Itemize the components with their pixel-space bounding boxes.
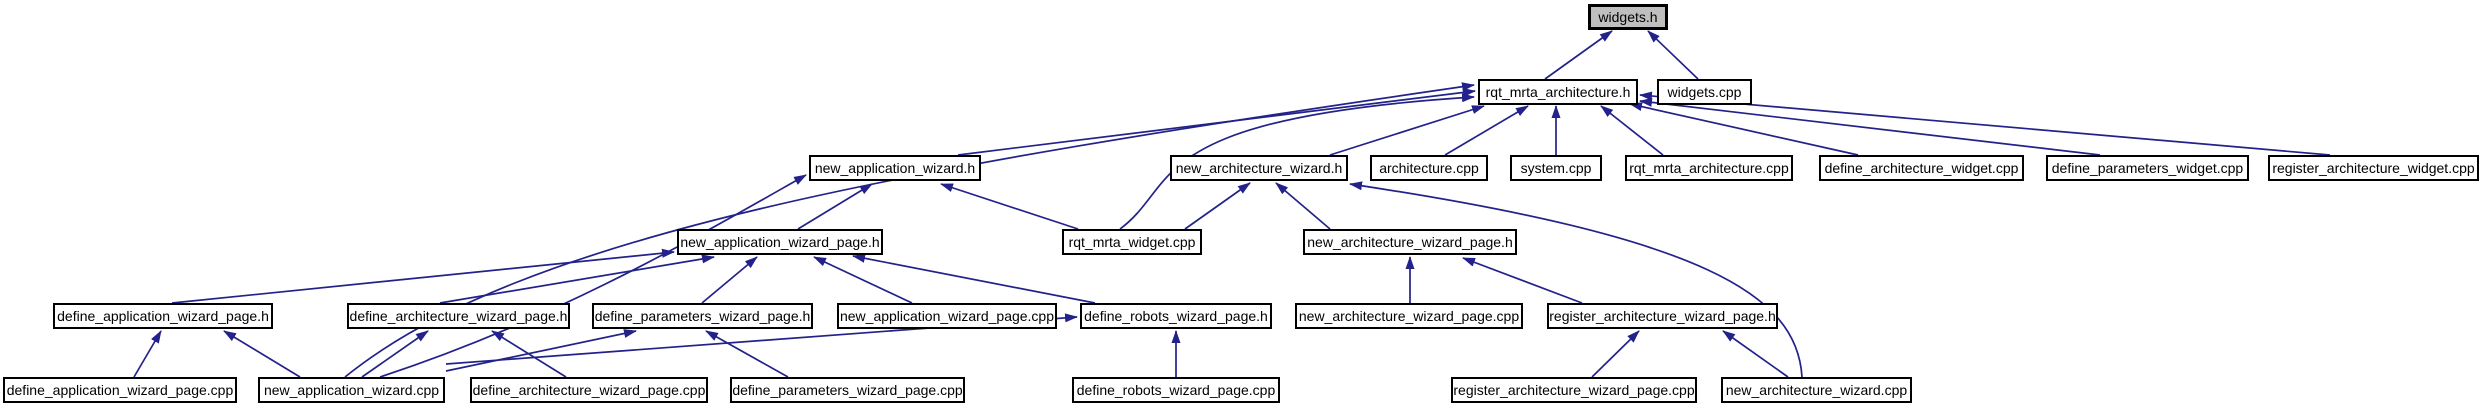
- node-register-architecture-widget-cpp[interactable]: register_architecture_widget.cpp: [2268, 155, 2479, 181]
- node-define-robots-wizard-page-cpp[interactable]: define_robots_wizard_page.cpp: [1072, 377, 1280, 403]
- node-new-architecture-wizard-page-cpp[interactable]: new_architecture_wizard_page.cpp: [1295, 303, 1523, 329]
- node-define-architecture-wizard-page-h[interactable]: define_architecture_wizard_page.h: [347, 303, 570, 329]
- edge-new-application-wizard-cpp-to-define-architecture-wizard-page-h: [361, 330, 429, 378]
- edge-register-architecture-widget-cpp-to-rqt-mrta-architecture-h: [1639, 91, 2331, 156]
- node-widgets-h[interactable]: widgets.h: [1588, 4, 1668, 30]
- edge-new-architecture-wizard-cpp-to-new-architecture-wizard-h: [1349, 181, 1803, 378]
- node-register-architecture-wizard-page-h[interactable]: register_architecture_wizard_page.h: [1547, 303, 1778, 329]
- node-define-application-wizard-page-cpp[interactable]: define_application_wizard_page.cpp: [3, 377, 237, 403]
- edge-define-robots-wizard-page-h-to-new-application-wizard-page-h: [852, 253, 1096, 304]
- node-define-parameters-wizard-page-cpp[interactable]: define_parameters_wizard_page.cpp: [730, 377, 965, 403]
- node-new-architecture-wizard-page-h[interactable]: new_architecture_wizard_page.h: [1303, 229, 1517, 255]
- node-new-architecture-wizard-h[interactable]: new_architecture_wizard.h: [1170, 155, 1348, 181]
- node-architecture-cpp[interactable]: architecture.cpp: [1370, 155, 1488, 181]
- edge-define-application-wizard-page-cpp-to-define-application-wizard-page-h: [133, 330, 162, 378]
- edge-new-architecture-wizard-cpp-to-register-architecture-wizard-page-h: [1722, 330, 1789, 378]
- edge-new-application-wizard-page-cpp-to-new-application-wizard-page-h: [813, 256, 913, 304]
- edge-rqt-mrta-widget-cpp-to-new-architecture-wizard-h: [1184, 182, 1251, 230]
- node-system-cpp[interactable]: system.cpp: [1510, 155, 1602, 181]
- edge-widgets-cpp-to-widgets-h: [1647, 30, 1699, 80]
- edge-rqt-mrta-widget-cpp-to-new-application-wizard-h: [940, 183, 1079, 230]
- edge-rqt-mrta-architecture-cpp-to-rqt-mrta-architecture-h: [1600, 105, 1664, 156]
- node-widgets-cpp[interactable]: widgets.cpp: [1657, 79, 1752, 105]
- edge-define-architecture-wizard-page-h-to-new-application-wizard-page-h: [439, 254, 715, 304]
- node-rqt-mrta-architecture-h[interactable]: rqt_mrta_architecture.h: [1478, 79, 1638, 105]
- node-new-architecture-wizard-cpp[interactable]: new_architecture_wizard.cpp: [1721, 377, 1912, 403]
- edge-define-architecture-widget-cpp-to-rqt-mrta-architecture-h: [1629, 102, 1859, 156]
- node-new-application-wizard-h[interactable]: new_application_wizard.h: [809, 155, 981, 181]
- node-rqt-mrta-architecture-cpp[interactable]: rqt_mrta_architecture.cpp: [1625, 155, 1793, 181]
- edge-define-application-wizard-page-h-to-new-application-wizard-page-h: [171, 248, 675, 304]
- node-new-application-wizard-page-cpp[interactable]: new_application_wizard_page.cpp: [837, 303, 1057, 329]
- node-define-parameters-widget-cpp[interactable]: define_parameters_widget.cpp: [2046, 155, 2249, 181]
- node-define-application-wizard-page-h[interactable]: define_application_wizard_page.h: [53, 303, 273, 329]
- edge-new-application-wizard-cpp-to-define-application-wizard-page-h: [223, 330, 301, 378]
- edge-define-parameters-wizard-page-cpp-to-define-parameters-wizard-page-h: [705, 330, 789, 378]
- node-define-robots-wizard-page-h[interactable]: define_robots_wizard_page.h: [1080, 303, 1272, 329]
- edge-new-application-wizard-cpp-to-new-application-wizard-h: [379, 174, 807, 378]
- edge-architecture-cpp-to-rqt-mrta-architecture-h: [1444, 105, 1529, 156]
- edge-new-architecture-wizard-page-h-to-new-architecture-wizard-h: [1275, 182, 1331, 230]
- edge-new-application-wizard-page-h-to-new-application-wizard-h: [797, 183, 873, 230]
- edge-register-architecture-wizard-page-h-to-new-architecture-wizard-page-h: [1462, 257, 1583, 304]
- edge-rqt-mrta-widget-cpp-to-rqt-mrta-architecture-h: [1119, 93, 1475, 230]
- node-new-application-wizard-page-h[interactable]: new_application_wizard_page.h: [677, 229, 883, 255]
- node-rqt-mrta-widget-cpp[interactable]: rqt_mrta_widget.cpp: [1062, 229, 1202, 255]
- edge-rqt-mrta-architecture-h-to-widgets-h: [1544, 30, 1613, 80]
- edge-define-parameters-widget-cpp-to-rqt-mrta-architecture-h: [1639, 97, 2101, 156]
- edge-register-architecture-wizard-page-cpp-to-register-architecture-wizard-page-h: [1591, 330, 1640, 378]
- node-define-parameters-wizard-page-h[interactable]: define_parameters_wizard_page.h: [592, 303, 813, 329]
- node-define-architecture-wizard-page-cpp[interactable]: define_architecture_wizard_page.cpp: [470, 377, 708, 403]
- edge-new-application-wizard-cpp-to-define-parameters-wizard-page-h: [445, 329, 637, 372]
- edge-new-architecture-wizard-h-to-rqt-mrta-architecture-h: [1329, 105, 1485, 156]
- node-define-architecture-widget-cpp[interactable]: define_architecture_widget.cpp: [1819, 155, 2024, 181]
- edge-define-parameters-wizard-page-h-to-new-application-wizard-page-h: [701, 256, 758, 304]
- node-new-application-wizard-cpp[interactable]: new_application_wizard.cpp: [258, 377, 445, 403]
- node-register-architecture-wizard-page-cpp[interactable]: register_architecture_wizard_page.cpp: [1451, 377, 1697, 403]
